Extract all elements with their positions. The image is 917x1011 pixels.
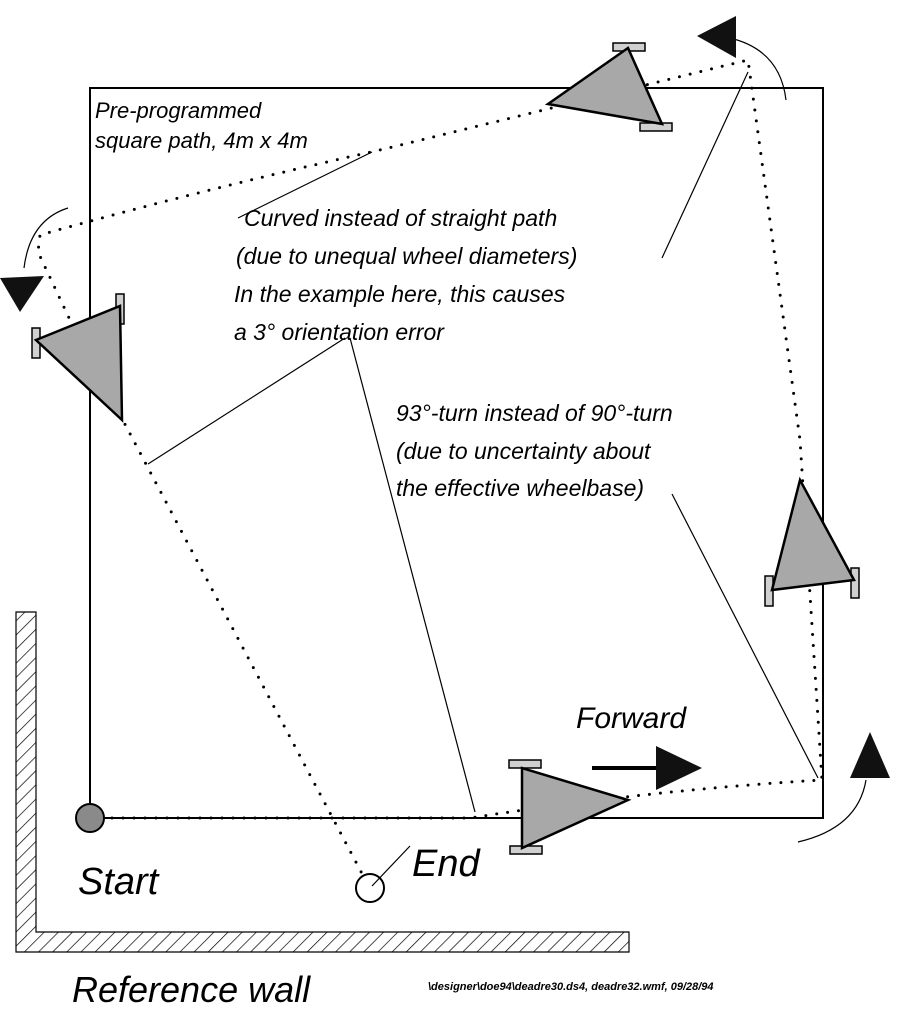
leader-preprogrammed <box>237 151 373 219</box>
label-curved-1: Curved instead of straight path <box>244 205 557 231</box>
leader-curved-to-bottom-path <box>349 337 476 813</box>
turn-arrow-top-right <box>697 16 787 101</box>
label-curved-2: (due to unequal wheel diameters) <box>236 243 577 269</box>
label-curved-4: a 3° orientation error <box>234 319 445 345</box>
label-reference-wall: Reference wall <box>72 969 311 1010</box>
forward-arrow <box>592 746 702 790</box>
label-preprogrammed-1: Pre-programmed <box>95 98 262 123</box>
label-turn-2: (due to uncertainty about <box>396 438 652 464</box>
reference-wall <box>15 611 630 953</box>
label-forward: Forward <box>576 702 687 735</box>
preprogrammed-square-path <box>89 87 824 819</box>
turn-arrow-left <box>0 207 69 312</box>
label-turn-3: the effective wheelbase) <box>396 475 644 501</box>
robot-left <box>31 293 125 423</box>
leader-curved-to-left-path <box>147 337 346 465</box>
robot-bottom <box>508 759 632 855</box>
actual-path-dotted <box>36 58 824 887</box>
leader-turn <box>671 493 819 779</box>
label-preprogrammed-2: square path, 4m x 4m <box>95 128 308 153</box>
end-leader-line <box>371 845 411 887</box>
turn-arrow-bottom-right <box>797 732 890 843</box>
label-turn-1: 93°-turn instead of 90°-turn <box>396 400 673 426</box>
robot-top <box>544 42 673 132</box>
label-curved-3: In the example here, this causes <box>234 281 566 307</box>
robot-right <box>764 476 860 607</box>
label-start: Start <box>78 861 160 903</box>
start-marker <box>75 803 105 833</box>
label-end: End <box>412 843 481 885</box>
label-file-path: \designer\doe94\deadre30.ds4, deadre32.w… <box>428 981 714 993</box>
leader-curved-to-right-path <box>661 71 749 259</box>
